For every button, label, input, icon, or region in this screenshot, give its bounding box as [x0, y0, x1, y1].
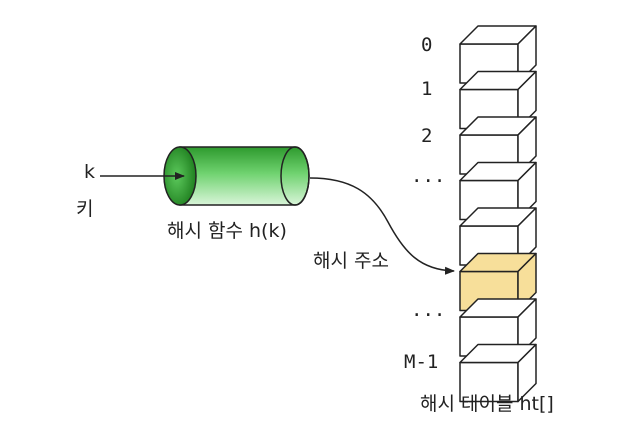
key-symbol: k — [84, 161, 96, 183]
hash-address-label: 해시 주소 — [313, 250, 389, 272]
hash-table-label: 해시 테이블 ht[] — [420, 393, 554, 415]
slot-index-ellipsis-top: ··· — [411, 170, 446, 192]
hash-table-slots — [459, 25, 537, 403]
hash-slot — [459, 161, 537, 221]
hash-slot — [459, 343, 537, 403]
hash-function-cylinder — [163, 146, 310, 206]
slot-index-2: 2 — [421, 125, 433, 147]
slot-index-1: 1 — [421, 78, 433, 100]
slot-index-ellipsis-bottom: ··· — [411, 304, 446, 326]
hash-function-label: 해시 함수 h(k) — [167, 220, 287, 242]
key-label: 키 — [76, 198, 94, 220]
slot-index-0: 0 — [421, 34, 433, 56]
slot-index-last: M-1 — [404, 351, 439, 373]
hash-address-arrow — [309, 177, 455, 275]
hash-slot — [459, 25, 537, 84]
hash-slot — [459, 298, 537, 357]
